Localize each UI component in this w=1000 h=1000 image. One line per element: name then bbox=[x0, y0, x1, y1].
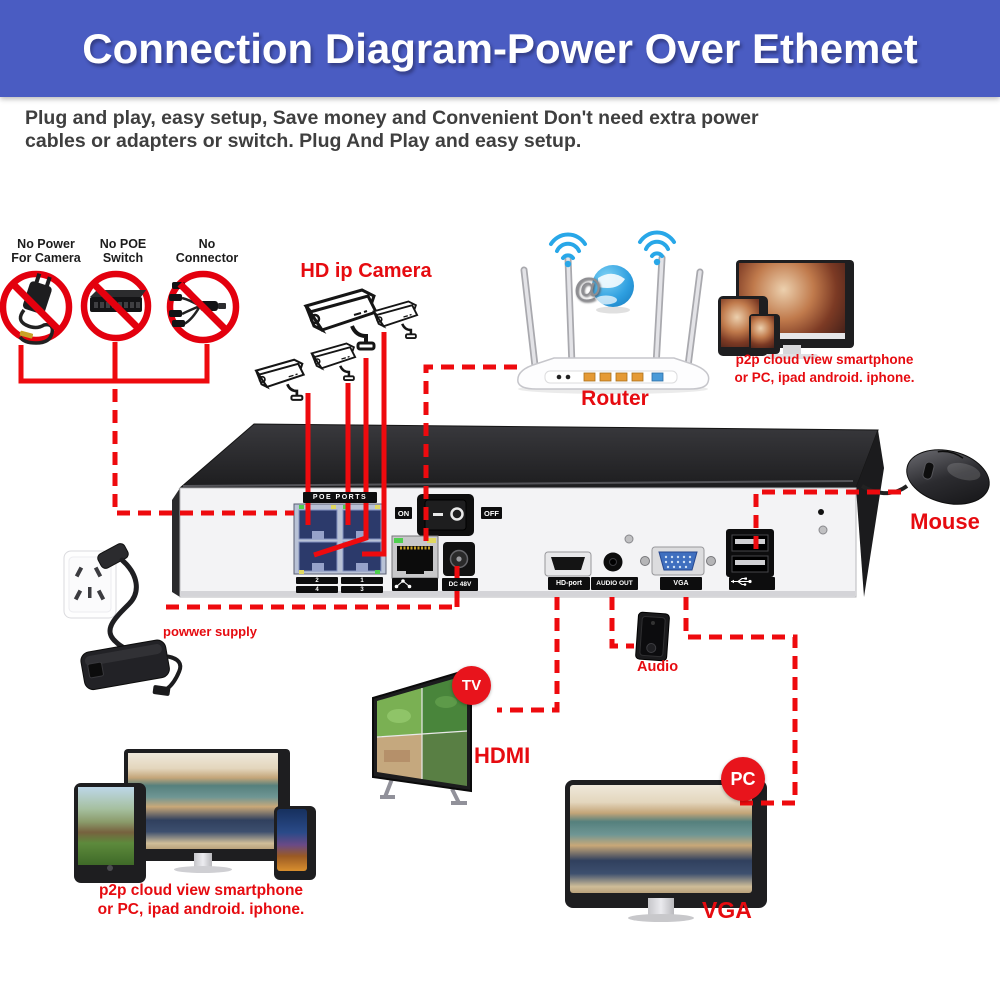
p2p-monitor bbox=[124, 749, 290, 861]
at-symbol-icon: @ bbox=[574, 272, 602, 303]
house-photo bbox=[78, 787, 134, 865]
page-title: Connection Diagram-Power Over Ethemet bbox=[82, 24, 918, 72]
street-photo bbox=[277, 809, 307, 871]
hdmi-label: HDMI bbox=[474, 743, 531, 768]
on-label: ON bbox=[395, 507, 412, 519]
monitor-chin bbox=[739, 333, 845, 339]
header-banner: Connection Diagram-Power Over Ethemet bbox=[0, 0, 1000, 97]
usb-port-label bbox=[729, 577, 775, 590]
p2p-monitor-base bbox=[174, 866, 232, 873]
p2p-phone bbox=[274, 806, 316, 880]
p2p-bottom-caption: p2p cloud view smartphone or PC, ipad an… bbox=[97, 882, 305, 918]
poe-port-number-2: 2 bbox=[296, 577, 338, 584]
nvr-recorder bbox=[172, 423, 884, 598]
hd-ip-camera-label: HD ip Camera bbox=[300, 260, 432, 282]
tv-graphic bbox=[372, 667, 472, 805]
bedroom-photo bbox=[570, 785, 752, 893]
internet-globe-icon bbox=[592, 265, 634, 314]
hd-camera-3 bbox=[310, 342, 357, 382]
no-power-adapter-sign bbox=[0, 270, 73, 345]
hd-port-label: HD-port bbox=[548, 577, 590, 590]
intro-line-1: Plug and play, easy setup, Save money an… bbox=[25, 107, 759, 129]
p2p-monitor-stand bbox=[194, 853, 212, 868]
intro-text: Plug and play, easy setup, Save money an… bbox=[25, 107, 865, 153]
lan-port-label bbox=[392, 578, 438, 591]
lan-icon bbox=[394, 579, 412, 589]
cloud-view-phone bbox=[749, 314, 780, 354]
hd-camera-1 bbox=[304, 288, 378, 351]
no-connector-label: No Connector bbox=[175, 237, 239, 265]
poe-ports-label: POE PORTS bbox=[303, 492, 377, 503]
wifi-icon bbox=[549, 232, 587, 268]
vga-port-label: VGA bbox=[660, 577, 702, 590]
poe-port-number-1: 1 bbox=[341, 577, 383, 584]
phone-photo bbox=[751, 316, 774, 348]
tv-badge: TV bbox=[452, 666, 491, 705]
vga-monitor-label: VGA bbox=[702, 897, 752, 923]
power-adapter-brick bbox=[80, 639, 183, 696]
p2p-tablet bbox=[74, 783, 146, 883]
router-graphic bbox=[517, 230, 710, 394]
speaker-graphic bbox=[635, 611, 670, 662]
usb-icon bbox=[731, 577, 752, 586]
monitor-stand bbox=[783, 345, 801, 355]
audio-out-label: AUDIO OUT bbox=[591, 577, 638, 590]
intro-line-2: cables or adapters or switch. Plug And P… bbox=[25, 130, 582, 152]
p2p-top-caption: p2p cloud view smartphone or PC, ipad an… bbox=[734, 352, 915, 385]
pc-badge: PC bbox=[721, 757, 765, 801]
vga-monitor-stand bbox=[648, 898, 674, 916]
off-label: OFF bbox=[481, 507, 502, 519]
dc-48v-label: DC 48V bbox=[442, 578, 478, 591]
bedroom-photo bbox=[128, 753, 278, 849]
no-power-label: No Power For Camera bbox=[11, 237, 81, 265]
poe-port-number-4: 4 bbox=[296, 586, 338, 593]
monitor-base bbox=[766, 354, 818, 359]
wifi-icon bbox=[638, 230, 676, 266]
no-poe-switch-sign bbox=[80, 270, 152, 342]
wall-socket bbox=[63, 543, 150, 662]
power-supply-label: powwer supply bbox=[163, 624, 257, 639]
home-button bbox=[107, 865, 113, 871]
vga-monitor-base bbox=[628, 914, 694, 922]
no-poe-switch-label: No POE Switch bbox=[99, 237, 147, 265]
hd-camera-2 bbox=[372, 300, 419, 340]
audio-label: Audio bbox=[637, 659, 679, 675]
router-label: Router bbox=[581, 387, 649, 410]
hd-camera-4 bbox=[254, 358, 306, 402]
poe-port-number-3: 3 bbox=[341, 586, 383, 593]
no-connector-sign bbox=[166, 270, 240, 344]
mouse-label: Mouse bbox=[910, 509, 980, 534]
